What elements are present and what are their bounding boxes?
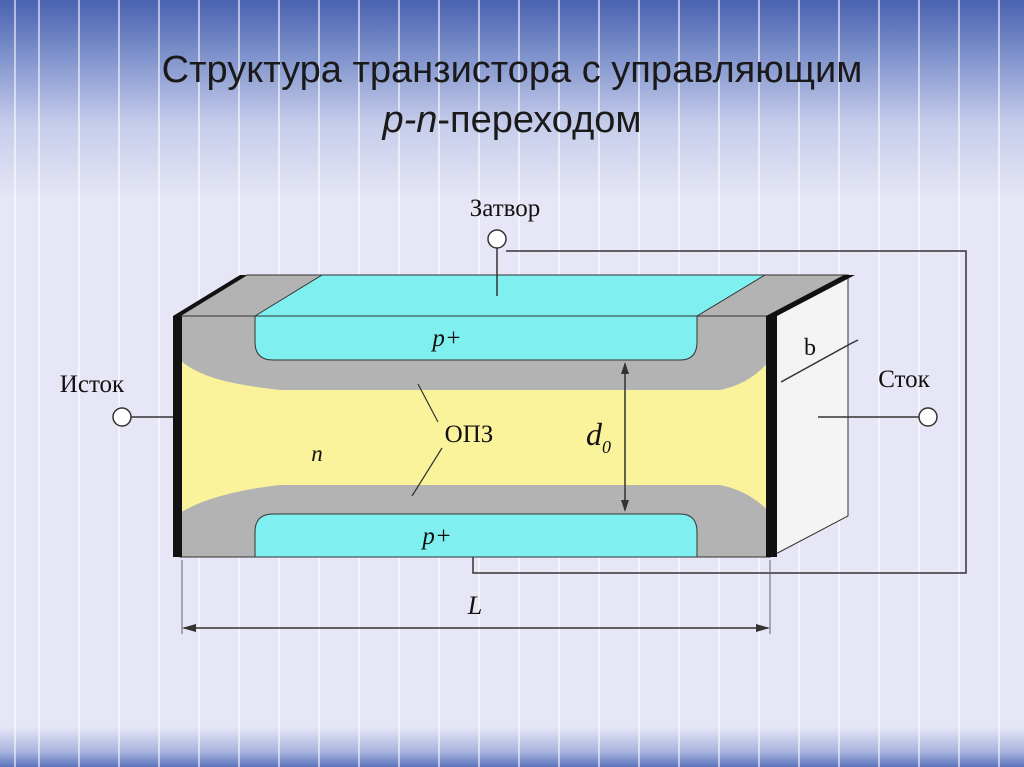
top-face-p-region — [253, 274, 767, 317]
gate-terminal — [487, 229, 507, 249]
drain-label: Сток — [878, 366, 930, 393]
thickness-label-sub: 0 — [602, 437, 611, 457]
length-arrow-left — [182, 624, 196, 632]
source-label: Исток — [60, 371, 125, 398]
n-channel-region — [180, 360, 770, 513]
thickness-arrow-top — [621, 362, 629, 374]
slide-title: Структура транзистора с управляющим p-n-… — [60, 45, 964, 145]
source-contact-top — [173, 275, 247, 316]
drain-terminal — [918, 407, 938, 427]
p-region-top — [254, 315, 698, 361]
drain-contact-top — [766, 275, 855, 316]
width-label: b — [804, 335, 816, 361]
depletion-leader-bottom — [411, 447, 443, 497]
depletion-label: ОПЗ — [445, 421, 494, 448]
length-arrow-right — [756, 624, 770, 632]
source-contact — [173, 316, 182, 557]
right-face — [769, 274, 849, 558]
thickness-arrow-bottom — [621, 500, 629, 512]
thickness-label: d0 — [586, 416, 611, 457]
p-bottom-label: p+ — [420, 523, 451, 550]
length-label: L — [467, 591, 482, 620]
title-line-2: p-n-переходом — [60, 95, 964, 145]
thickness-label-main: d — [586, 416, 603, 452]
title-pn-italic: p-n — [382, 99, 438, 141]
depletion-leader-top — [417, 383, 439, 423]
gate-label: Затвор — [470, 195, 541, 222]
drain-contact — [766, 316, 777, 557]
n-label: n — [311, 441, 323, 466]
source-terminal — [112, 407, 132, 427]
title-line-2-rest: -переходом — [437, 99, 642, 141]
width-extension-line — [849, 339, 859, 345]
width-dimension-line — [780, 343, 851, 383]
gate-return-wire — [472, 250, 967, 574]
p-region-bottom — [254, 513, 698, 558]
title-line-1: Структура транзистора с управляющим — [161, 49, 863, 91]
p-top-label: p+ — [430, 325, 461, 352]
